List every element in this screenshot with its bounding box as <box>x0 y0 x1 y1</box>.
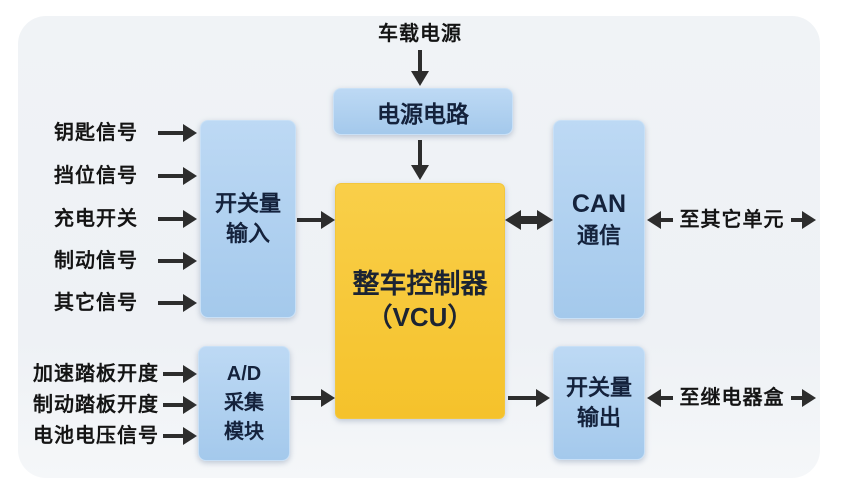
arrow-key-signal <box>158 124 197 142</box>
ad-line3: 模块 <box>224 421 264 443</box>
arrow-input-to-vcu <box>297 211 335 229</box>
arrow-circuit-to-vcu <box>411 140 429 180</box>
arrow-vcu-to-output <box>508 389 550 407</box>
arrow-charge-switch <box>158 210 197 228</box>
analog-label-brakepedal: 制动踏板开度 <box>33 394 159 416</box>
can-line2: 通信 <box>576 222 621 248</box>
arrow-other-signal <box>158 294 197 312</box>
signal-label-gear: 挡位信号 <box>54 165 138 187</box>
arrow-can-external-right <box>791 211 816 229</box>
ad-line1: A/D <box>226 363 262 385</box>
signal-label-key: 钥匙信号 <box>54 122 138 144</box>
vcu-box: 整车控制器 （VCU） <box>335 183 505 419</box>
power-circuit-box: 电源电路 <box>333 88 513 135</box>
can-box: CAN 通信 <box>553 120 645 319</box>
arrow-brake-pedal <box>163 396 197 414</box>
signal-label-brake: 制动信号 <box>54 250 138 272</box>
switch-input-line1: 开关量 <box>214 191 281 216</box>
vcu-label-line1: 整车控制器 <box>352 269 488 299</box>
switch-output-line2: 输出 <box>576 405 621 430</box>
ad-line2: 采集 <box>224 392 264 414</box>
arrow-brake-signal <box>158 252 197 270</box>
switch-output-line1: 开关量 <box>565 375 632 400</box>
vcu-label-line2: （VCU） <box>366 302 474 332</box>
arrow-power-to-circuit <box>411 50 429 86</box>
arrow-vcu-can-bidirectional <box>505 210 553 230</box>
arrow-battery-voltage <box>163 427 197 445</box>
signal-label-other: 其它信号 <box>54 292 138 314</box>
arrow-output-external-left <box>647 389 673 407</box>
vehicle-power-label: 车载电源 <box>378 23 462 45</box>
analog-label-battery: 电池电压信号 <box>33 425 159 447</box>
arrow-gear-signal <box>158 167 197 185</box>
signal-label-charge: 充电开关 <box>54 208 138 230</box>
switch-output-box: 开关量 输出 <box>553 346 645 460</box>
output-external-label: 至继电器盒 <box>679 387 785 409</box>
arrow-can-external-left <box>647 211 673 229</box>
arrow-output-external-right <box>791 389 816 407</box>
arrow-accel-pedal <box>163 365 197 383</box>
power-circuit-label: 电源电路 <box>377 100 469 127</box>
arrow-ad-to-vcu <box>291 389 335 407</box>
switch-input-line2: 输入 <box>225 221 270 246</box>
ad-module-box: A/D 采集 模块 <box>198 346 290 461</box>
analog-label-accel: 加速踏板开度 <box>33 363 159 385</box>
can-line1: CAN <box>571 189 627 218</box>
can-external-label: 至其它单元 <box>679 209 785 231</box>
switch-input-box: 开关量 输入 <box>200 120 296 318</box>
